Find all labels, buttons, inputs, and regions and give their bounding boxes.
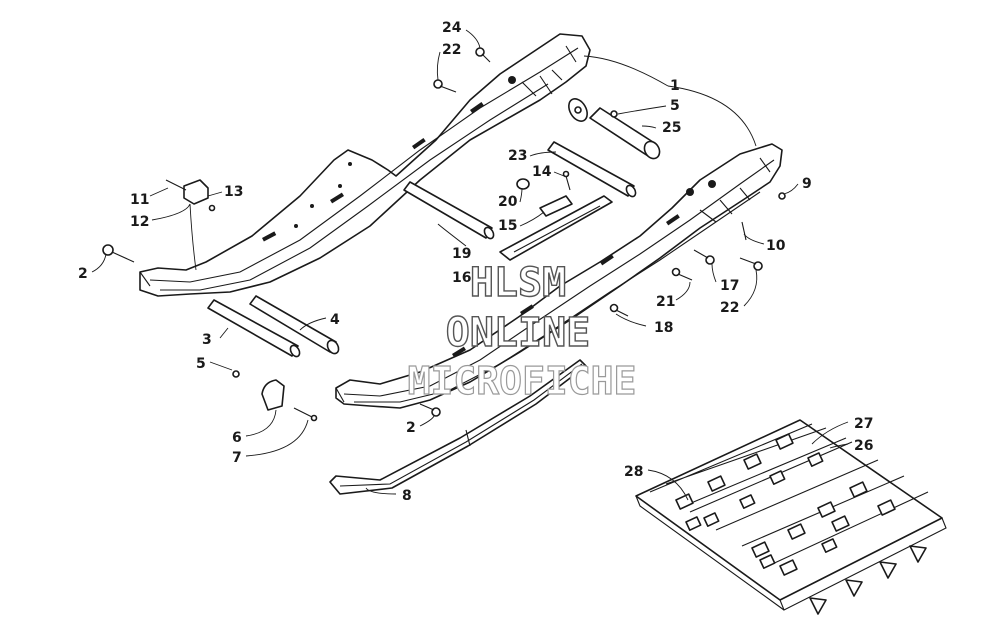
callout-27: 27 xyxy=(854,416,873,432)
callout-20: 20 xyxy=(498,194,518,210)
callout-17: 17 xyxy=(720,278,739,294)
callout-24: 24 xyxy=(442,20,462,36)
callout-18: 18 xyxy=(654,320,673,336)
callout-25: 25 xyxy=(662,120,681,136)
callout-2-lower: 2 xyxy=(406,420,416,436)
callout-12: 12 xyxy=(130,214,149,230)
callout-16: 16 xyxy=(452,270,471,286)
wear-strip xyxy=(329,359,587,495)
slide-blocks xyxy=(499,170,613,261)
right-rail xyxy=(335,143,783,409)
watermark-line-3: MICROFICHE xyxy=(408,359,637,403)
callout-9: 9 xyxy=(802,176,812,192)
watermark: HLSM ONLINE MICROFICHE xyxy=(407,259,637,403)
watermark-line-2: ONLINE xyxy=(446,310,591,356)
callout-4: 4 xyxy=(330,312,340,328)
callout-3: 3 xyxy=(202,332,212,348)
callout-5-lower: 5 xyxy=(196,356,206,372)
callout-numbers: 24 22 1 5 25 23 14 20 15 9 10 11 13 12 2… xyxy=(78,20,873,504)
callout-10: 10 xyxy=(766,238,786,254)
left-rail xyxy=(139,33,591,297)
callout-22-lower: 22 xyxy=(720,300,739,316)
hardware xyxy=(102,47,786,422)
callout-19: 19 xyxy=(452,246,471,262)
callout-13: 13 xyxy=(224,184,243,200)
callout-6: 6 xyxy=(232,430,242,446)
callout-8: 8 xyxy=(402,488,412,504)
callout-7: 7 xyxy=(232,450,242,466)
watermark-line-1: HLSM xyxy=(470,260,566,306)
callout-21: 21 xyxy=(656,294,675,310)
callout-1: 1 xyxy=(670,78,680,94)
callout-23: 23 xyxy=(508,148,527,164)
callout-28: 28 xyxy=(624,464,643,480)
callout-15: 15 xyxy=(498,218,517,234)
track-section xyxy=(635,419,947,615)
callout-11: 11 xyxy=(130,192,149,208)
callout-22: 22 xyxy=(442,42,461,58)
callout-2: 2 xyxy=(78,266,88,282)
callout-26: 26 xyxy=(854,438,873,454)
callout-14: 14 xyxy=(532,164,552,180)
callout-5: 5 xyxy=(670,98,680,114)
leader-lines xyxy=(91,29,849,501)
cross-shafts xyxy=(207,98,661,358)
